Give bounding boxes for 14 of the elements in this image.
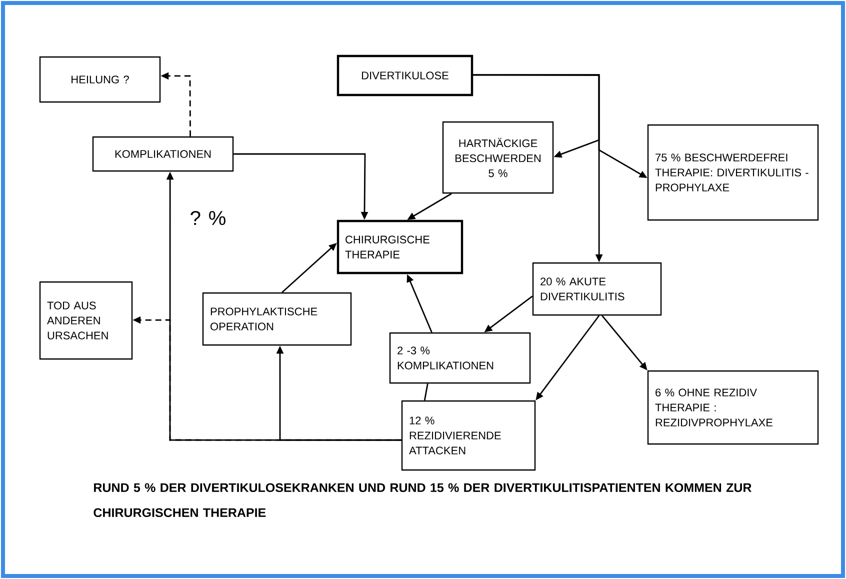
process-box: 75 % BESCHWERDEFREI THERAPIE: DIVERTIKULITIS - PROPHYLAXE [647,124,819,221]
process-box: 6 % OHNE REZIDIV THERAPIE : REZIDIVPROPHYLAXE [647,370,819,445]
process-box: 12 % REZIDIVIERENDE ATTACKEN [401,400,536,471]
process-box: DIVERTIKULOSE [336,54,474,96]
process-box: CHIRURGISCHE THERAPIE [336,220,464,274]
caption: RUND 5 % DER DIVERTIKULOSEKRANKEN UND RUND 15 % DER DIVERTIKULITISPATIENTEN KOMMEN ZUR CHIRURGISCHEN THERAPIE [94,483,752,518]
edge-label: ? % [188,210,228,226]
process-box: HEILUNG ? [39,56,161,103]
process-box: 20 % AKUTE DIVERTIKULITIS [532,262,662,316]
process-box: TOD AUS ANDEREN URSACHEN [39,281,133,360]
process-box: PROPHYLAKTISCHE OPERATION [202,292,352,346]
process-box: 2 -3 % KOMPLIKATIONEN [389,332,531,384]
process-box: KOMPLIKATIONEN [92,136,234,172]
process-box: HARTNÄCKIGE BESCHWERDEN 5 % [442,121,554,194]
